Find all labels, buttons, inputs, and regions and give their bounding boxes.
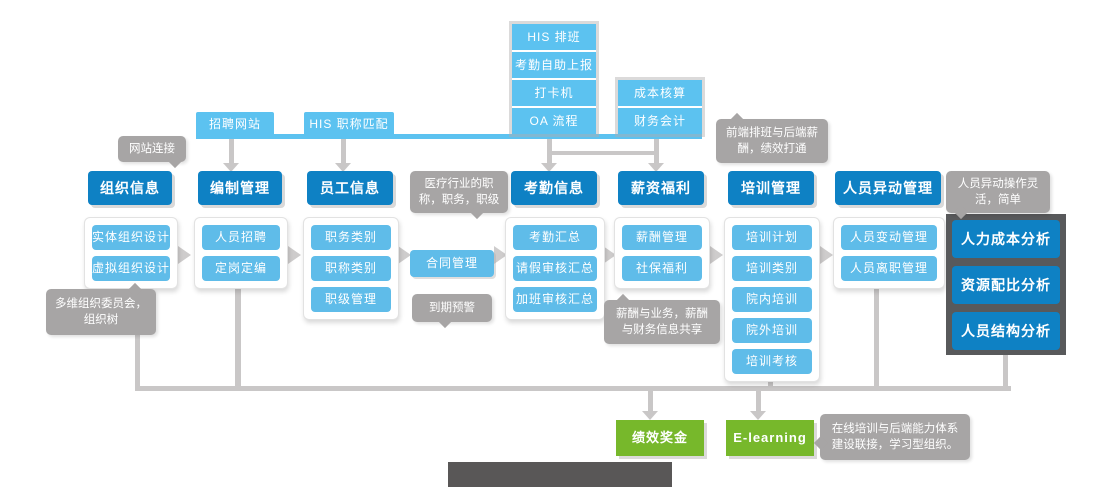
stack-item: 成本核算 — [618, 80, 702, 106]
module-item: 考勤汇总 — [513, 225, 597, 250]
stack-finance-sources: 成本核算财务会计 — [615, 77, 705, 137]
module-item: 培训考核 — [732, 349, 812, 374]
connector-analysis-drop — [1003, 351, 1008, 388]
node-elearning: E-learning — [726, 420, 814, 456]
connector-org-drop — [135, 287, 140, 389]
connector-top-blue-bus — [196, 134, 702, 139]
connector-staffing-drop — [235, 287, 241, 389]
connector-recruit-drop — [229, 139, 234, 164]
module-item: 社保福利 — [622, 256, 702, 281]
node-performance-bonus: 绩效奖金 — [616, 420, 704, 456]
callout-front-schedule-text: 前端排班与后端薪酬，绩效打通 — [726, 127, 818, 155]
module-item: 人员离职管理 — [841, 256, 937, 281]
module-item: 定岗定编 — [202, 256, 280, 281]
connector-training-drop — [768, 379, 773, 388]
footer-watermark-bar — [448, 462, 672, 487]
module-item: 人员变动管理 — [841, 225, 937, 250]
node-hr-cost-analysis: 人力成本分析 — [952, 220, 1060, 258]
group-header-transfer: 人员异动管理 — [835, 171, 941, 205]
callout-online-training-text: 在线培训与后端能力体系建设联接，学习型组织。 — [831, 423, 959, 451]
module-item: 薪酬管理 — [622, 225, 702, 250]
arrow-into-payroll — [648, 163, 664, 172]
group-panel-staffing: 人员招聘定岗定编 — [194, 217, 288, 289]
chevron-employee-to-contract — [398, 246, 411, 264]
group-panel-attendance: 考勤汇总请假审核汇总加班审核汇总 — [505, 217, 605, 320]
arrow-into-employee — [335, 163, 351, 172]
callout-front-schedule: 前端排班与后端薪酬，绩效打通 — [716, 112, 828, 163]
group-header-org-info: 组织信息 — [88, 171, 172, 205]
node-personnel-structure-analysis: 人员结构分析 — [952, 312, 1060, 350]
stack-item: 财务会计 — [618, 108, 702, 134]
module-item: 加班审核汇总 — [513, 287, 597, 312]
group-header-payroll: 薪资福利 — [618, 171, 704, 205]
node-his-title-match: HIS 职称匹配 — [304, 112, 394, 136]
module-item: 院内培训 — [732, 287, 812, 312]
callout-web-link: 网站连接 — [118, 136, 186, 169]
chevron-attendance-to-payroll — [603, 246, 616, 264]
module-item: 虚拟组织设计 — [92, 256, 170, 281]
callout-multi-org-text: 多维组织委员会，组织树 — [55, 298, 147, 326]
callout-salary-share: 薪酬与业务，薪酬与财务信息共享 — [604, 293, 720, 344]
stack-item: OA 流程 — [512, 108, 596, 134]
chevron-org-to-staffing — [178, 246, 191, 264]
callout-transfer-flexible-text: 人员异动操作灵活，简单 — [957, 178, 1039, 206]
group-panel-training: 培训计划培训类别院内培训院外培训培训考核 — [724, 217, 820, 382]
arrow-into-attendance — [541, 163, 557, 172]
chevron-payroll-to-training — [710, 246, 723, 264]
node-contract-mgmt: 合同管理 — [410, 250, 494, 277]
callout-web-link-text: 网站连接 — [129, 143, 175, 155]
chevron-training-to-transfer — [820, 246, 833, 264]
module-item: 职级管理 — [311, 287, 391, 312]
connector-top-cross-link — [549, 151, 657, 155]
callout-online-training: 在线培训与后端能力体系建设联接，学习型组织。 — [813, 414, 970, 460]
group-header-employee: 员工信息 — [307, 171, 393, 205]
connector-transfer-drop — [874, 287, 879, 389]
callout-tail — [437, 313, 453, 329]
module-item: 人员招聘 — [202, 225, 280, 250]
module-item: 职务类别 — [311, 225, 391, 250]
chevron-staffing-to-employee — [288, 246, 301, 264]
module-item: 培训类别 — [732, 256, 812, 281]
group-header-staffing: 编制管理 — [198, 171, 282, 205]
module-item: 职称类别 — [311, 256, 391, 281]
connector-elearning-feed — [756, 391, 761, 412]
stack-item: 考勤自助上报 — [512, 52, 596, 78]
group-panel-employee: 职务类别职称类别职级管理 — [303, 217, 399, 320]
group-panel-org-info: 实体组织设计虚拟组织设计 — [84, 217, 178, 289]
node-recruit-site: 招聘网站 — [196, 112, 274, 136]
callout-transfer-flexible: 人员异动操作灵活，简单 — [946, 171, 1050, 220]
stack-item: HIS 排班 — [512, 24, 596, 50]
callout-multi-org: 多维组织委员会，组织树 — [46, 282, 156, 335]
arrow-into-staffing — [223, 163, 239, 172]
connector-his-match-drop — [341, 139, 346, 164]
module-item: 院外培训 — [732, 318, 812, 343]
group-header-training: 培训管理 — [728, 171, 814, 205]
chevron-contract-to-attendance — [494, 246, 507, 264]
group-panel-transfer: 人员变动管理人员离职管理 — [833, 217, 945, 289]
stack-item: 打卡机 — [512, 80, 596, 106]
callout-tail — [813, 435, 829, 451]
connector-bonus-feed — [648, 391, 653, 412]
module-item: 实体组织设计 — [92, 225, 170, 250]
callout-expiry-warning: 到期预警 — [412, 294, 492, 329]
module-item: 培训计划 — [732, 225, 812, 250]
group-header-attendance: 考勤信息 — [511, 171, 597, 205]
callout-expiry-warning-text: 到期预警 — [429, 302, 475, 314]
arrow-into-elearning — [750, 411, 766, 420]
callout-medical-title-text: 医疗行业的职称，职务，职级 — [418, 178, 500, 206]
callout-salary-share-text: 薪酬与业务，薪酬与财务信息共享 — [616, 308, 708, 336]
arrow-into-bonus — [642, 411, 658, 420]
module-item: 请假审核汇总 — [513, 256, 597, 281]
callout-medical-title: 医疗行业的职称，职务，职级 — [410, 171, 508, 220]
connector-bottom-bus — [135, 386, 1011, 391]
group-panel-payroll: 薪酬管理社保福利 — [614, 217, 710, 289]
node-resource-ratio-analysis: 资源配比分析 — [952, 266, 1060, 304]
